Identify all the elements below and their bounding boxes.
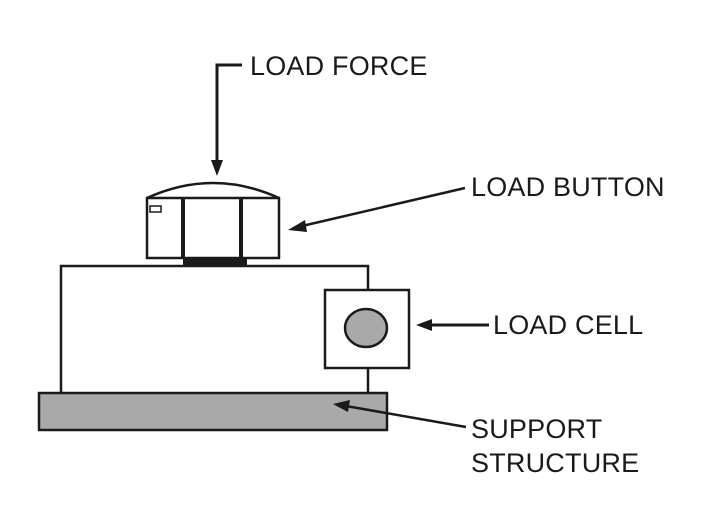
load-button-notch bbox=[149, 205, 162, 213]
support-structure-plate bbox=[37, 391, 389, 432]
load-force-label: LOAD FORCE bbox=[250, 51, 428, 81]
load-force-arrow bbox=[211, 63, 242, 176]
support-structure-arrowhead bbox=[333, 400, 350, 412]
support-structure-label-line2: STRUCTURE bbox=[471, 448, 639, 478]
load-cell-label: LOAD CELL bbox=[493, 310, 643, 340]
load-button-dome bbox=[146, 181, 280, 200]
load-button bbox=[145, 181, 281, 260]
load-button-body bbox=[145, 196, 281, 260]
support-structure-label-line1: SUPPORT bbox=[471, 414, 602, 444]
load-button-arrow bbox=[288, 186, 466, 232]
platform-block bbox=[59, 264, 370, 393]
load-button-seat bbox=[183, 258, 247, 266]
load-cell-arrowhead bbox=[416, 319, 432, 331]
load-cell-disc bbox=[343, 307, 389, 349]
load-cell-arrow bbox=[416, 319, 489, 331]
load-button-label: LOAD BUTTON bbox=[471, 172, 665, 202]
support-structure-arrow bbox=[333, 400, 467, 429]
load-button-arrowhead bbox=[288, 220, 307, 232]
load-force-arrowhead bbox=[211, 160, 223, 176]
